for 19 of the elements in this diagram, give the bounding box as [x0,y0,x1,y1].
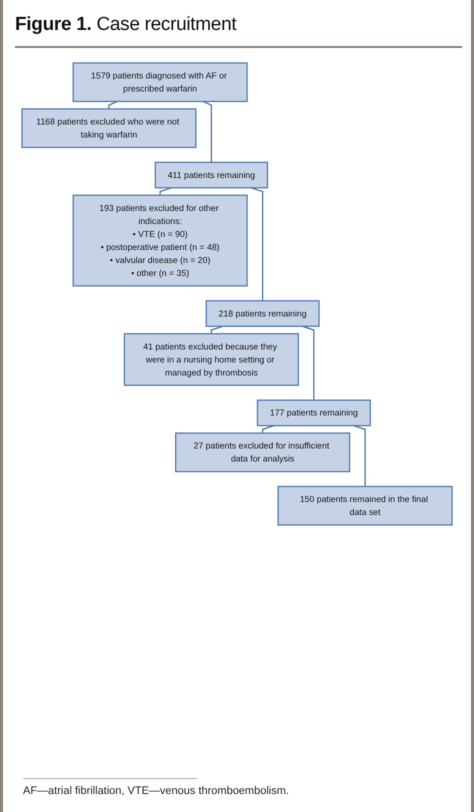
node-box [21,108,196,148]
connector [160,187,172,196]
node-box [72,194,248,287]
connector [202,100,212,162]
node-box [206,300,320,327]
footnote-text: AF—atrial fibrillation, VTE—venous thromboembolism. [23,785,289,797]
connector [108,100,118,109]
connector [210,326,224,334]
node-box [278,486,453,526]
connector [302,326,314,400]
node-box [124,333,299,386]
node-box [72,62,248,102]
figure-title: Figure 1. Case recruitment [15,14,236,36]
connector [262,425,274,434]
node-box [256,400,371,426]
node-box [175,432,350,472]
connector [250,187,264,301]
connector [353,425,366,486]
node-box [154,162,268,188]
